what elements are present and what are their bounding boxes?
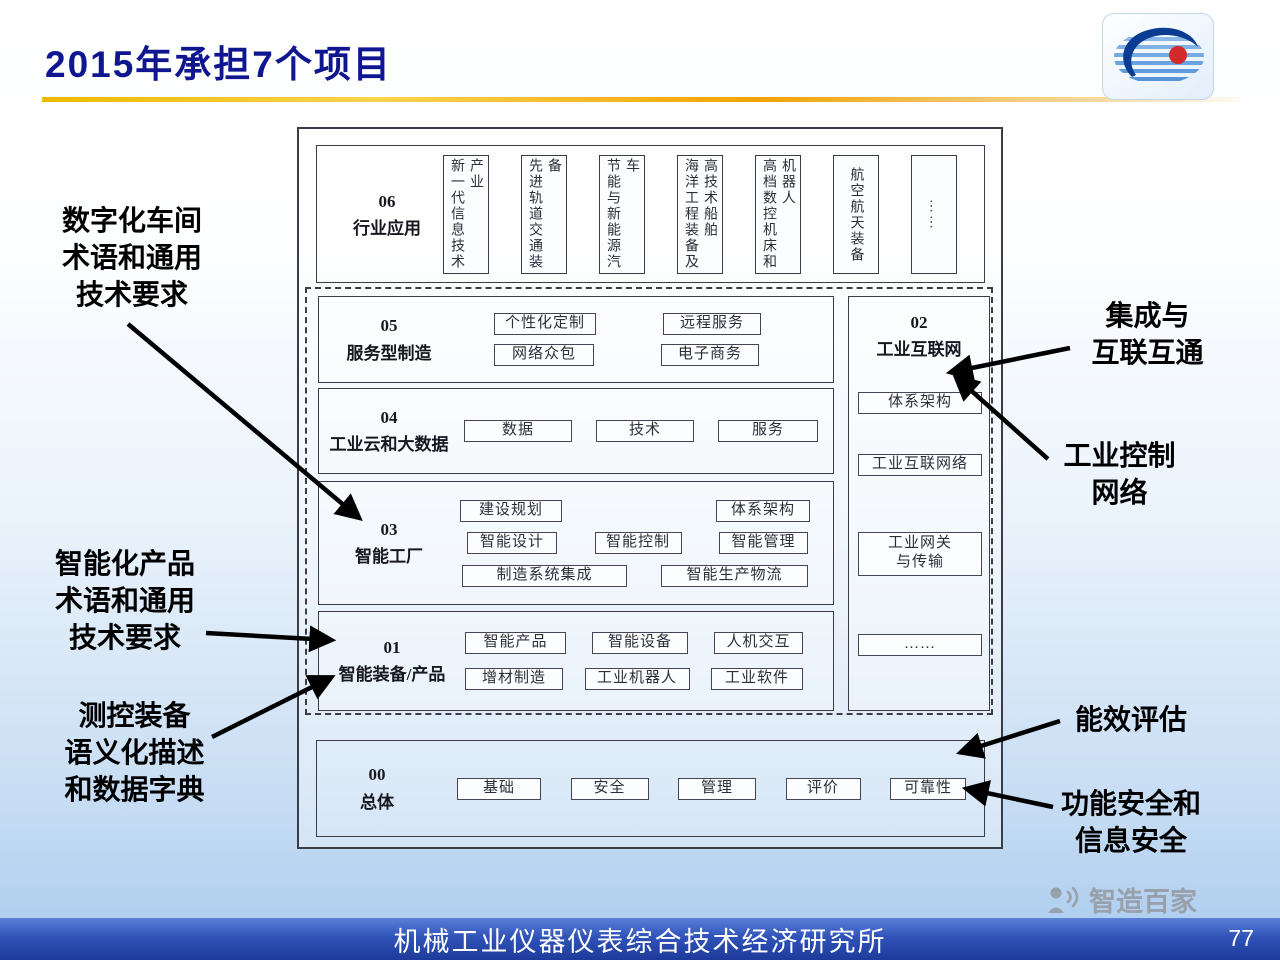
watermark-text: 智造百家 xyxy=(1089,887,1197,917)
row-code: 06 xyxy=(378,192,396,211)
standard-item-box: 增材制造 xyxy=(465,667,563,690)
smart-equipment-row: 01 智能装备/产品 智能产品 智能设备 人机交互 增材制造 工业机器人 工业软… xyxy=(318,611,834,711)
standard-item-box: 评价 xyxy=(785,777,861,800)
industry-item-box: 节能与新能源汽车 xyxy=(599,155,645,274)
annotation-integration-interconnect: 集成与 互联互通 xyxy=(1091,300,1204,369)
row-code: 01 xyxy=(383,637,401,657)
annotation-energy-efficiency: 能效评估 xyxy=(1074,704,1187,735)
row-name: 工业云和大数据 xyxy=(329,435,449,454)
industrial-internet-column: 02 工业互联网 体系架构 工业互联网络 工业网关 与传输 …… xyxy=(848,296,990,711)
standard-item-box: 电子商务 xyxy=(661,344,759,366)
annotation-digital-workshop: 数字化车间 术语和通用 技术要求 xyxy=(61,205,202,311)
industry-items: 新一代信息技术产业 先进轨道交通装备 节能与新能源汽车 海洋工程装备及高技术船舶… xyxy=(443,155,957,274)
standard-item-box: 智能生产物流 xyxy=(661,564,808,587)
standard-item-box: 工业软件 xyxy=(711,667,803,690)
column-label-02: 02 工业互联网 xyxy=(849,309,989,363)
standard-item-box: 体系架构 xyxy=(716,499,810,522)
row-label-05: 05 服务型制造 xyxy=(319,297,459,382)
industry-item-ellipsis-box: …… xyxy=(911,155,957,274)
standard-item-box: 技术 xyxy=(596,420,694,442)
industry-item-box: 高档数控机床和机器人 xyxy=(755,155,801,274)
standard-item-box: 智能管理 xyxy=(719,532,808,554)
standard-item-box: 智能设计 xyxy=(467,532,557,554)
industry-item-box: 先进轨道交通装备 xyxy=(521,155,567,274)
title-divider xyxy=(42,97,1240,102)
standard-item-box: 工业互联网络 xyxy=(858,454,982,476)
row-label-06: 06 行业应用 xyxy=(335,188,439,242)
row-label-00: 00 总体 xyxy=(317,741,437,836)
standard-item-box: 个性化定制 xyxy=(494,313,596,335)
row-name: 工业互联网 xyxy=(876,340,962,360)
standard-item-box: 服务 xyxy=(718,420,818,442)
footer-org-name: 机械工业仪器仪表综合技术经济研究所 xyxy=(393,926,887,957)
standard-item-box: 智能设备 xyxy=(592,632,688,655)
overall-row: 00 总体 基础 安全 管理 评价 可靠性 xyxy=(316,740,985,837)
row-label-03: 03 智能工厂 xyxy=(319,482,459,604)
standard-item-box: 管理 xyxy=(678,777,756,800)
core-standards-dashed-group: 05 服务型制造 个性化定制 远程服务 网络众包 电子商务 04 xyxy=(305,287,993,715)
standard-item-box: 人机交互 xyxy=(714,632,803,655)
row-code: 03 xyxy=(380,519,398,539)
annotation-industrial-control-network: 工业控制 网络 xyxy=(1063,440,1176,509)
row-code: 02 xyxy=(910,313,928,332)
row-code: 04 xyxy=(380,407,398,427)
standard-item-box: 智能控制 xyxy=(594,532,682,554)
footer-bar: 机械工业仪器仪表综合技术经济研究所 xyxy=(0,918,1280,960)
standard-item-box: 建设规划 xyxy=(460,499,562,522)
watermark: 智造百家 xyxy=(1046,880,1197,919)
logo-swirl-icon xyxy=(1114,27,1204,81)
industry-item-box: 新一代信息技术产业 xyxy=(443,155,489,274)
standards-framework-diagram: 06 行业应用 新一代信息技术产业 先进轨道交通装备 节能与新能源汽车 海洋工程… xyxy=(297,127,1003,849)
standard-item-box: 基础 xyxy=(457,777,541,800)
page-number: 77 xyxy=(1228,925,1254,951)
annotation-measurement-equipment: 测控装备 语义化描述 和数据字典 xyxy=(64,700,205,806)
industry-item-box: 海洋工程装备及高技术船舶 xyxy=(677,155,723,274)
row-name: 行业应用 xyxy=(353,219,421,239)
standard-item-box: 远程服务 xyxy=(663,313,761,335)
speech-person-icon xyxy=(1048,886,1079,913)
standard-item-box: 工业网关 与传输 xyxy=(858,532,982,576)
standard-item-box: 制造系统集成 xyxy=(462,564,627,587)
standard-item-box: 智能产品 xyxy=(465,632,566,655)
standard-item-box: 安全 xyxy=(570,777,649,800)
company-logo xyxy=(1102,13,1214,100)
standard-item-box: 可靠性 xyxy=(890,777,966,800)
row-label-04: 04 工业云和大数据 xyxy=(319,389,459,473)
standard-item-ellipsis-box: …… xyxy=(858,634,982,656)
row-label-01: 01 智能装备/产品 xyxy=(319,612,465,710)
smart-factory-row: 03 智能工厂 建设规划 体系架构 智能设计 智能控制 智能管理 制造系统集成 xyxy=(318,481,834,605)
standard-item-box: 网络众包 xyxy=(494,344,594,366)
row-name: 智能工厂 xyxy=(355,547,423,566)
industry-item-box: 航空航天装备 xyxy=(833,155,879,274)
standard-item-box: 数据 xyxy=(464,420,572,442)
annotation-functional-info-security: 功能安全和 信息安全 xyxy=(1060,788,1201,857)
service-manufacturing-row: 05 服务型制造 个性化定制 远程服务 网络众包 电子商务 xyxy=(318,296,834,383)
standard-item-box: 体系架构 xyxy=(858,392,982,414)
annotation-smart-product: 智能化产品 术语和通用 技术要求 xyxy=(54,548,195,654)
row-name: 服务型制造 xyxy=(346,343,432,363)
row-name: 智能装备/产品 xyxy=(338,665,446,684)
row-code: 00 xyxy=(368,765,386,785)
page-title: 2015年承担7个项目 xyxy=(45,44,392,85)
industry-applications-row: 06 行业应用 新一代信息技术产业 先进轨道交通装备 节能与新能源汽车 海洋工程… xyxy=(316,145,985,283)
row-name: 总体 xyxy=(360,792,394,812)
row-code: 05 xyxy=(380,316,398,336)
cloud-bigdata-row: 04 工业云和大数据 数据 技术 服务 xyxy=(318,388,834,474)
standard-item-box: 工业机器人 xyxy=(584,667,690,690)
